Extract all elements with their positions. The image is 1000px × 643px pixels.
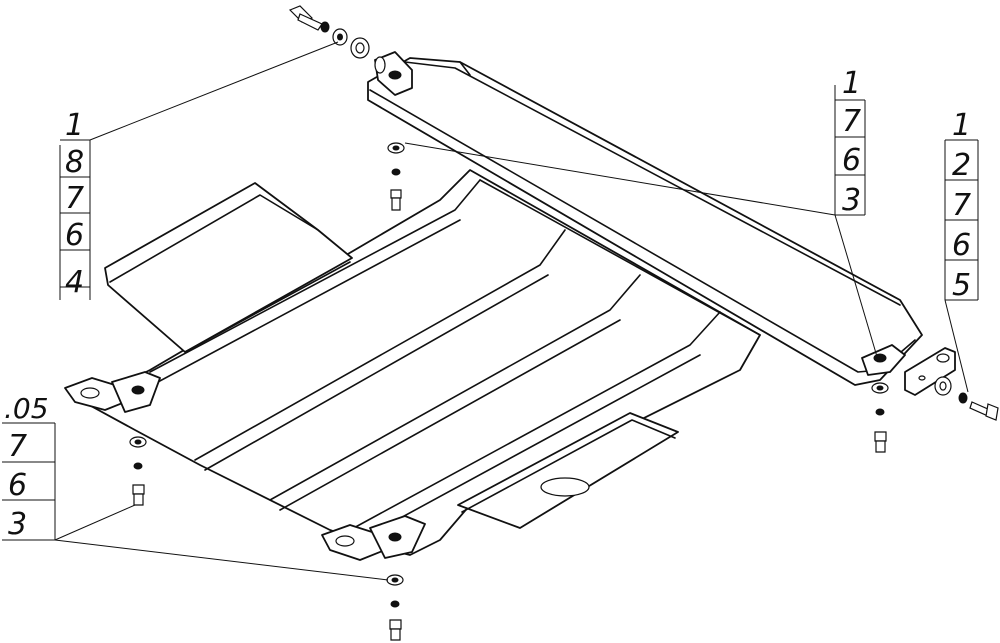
callout-bottom-left: .05 7 6 3 (2, 392, 56, 542)
callout-label: 1 (952, 108, 971, 143)
fastener-set-bottom (386, 574, 404, 641)
callout-label: 3 (842, 183, 861, 218)
callout-right: 1 2 7 6 5 (944, 108, 979, 303)
callout-label: 1 (842, 66, 861, 101)
mounting-bracket (904, 347, 956, 396)
skid-plate (64, 169, 761, 561)
callout-label: 4 (65, 265, 84, 300)
callout-label: 6 (952, 228, 971, 263)
fastener-set-mid-left (387, 142, 405, 211)
fastener-set-right-side (934, 376, 999, 421)
fastener-set-left (129, 436, 147, 506)
callout-label: .05 (4, 392, 49, 425)
callout-label: 7 (65, 181, 84, 216)
callout-label: 5 (952, 268, 971, 303)
side-guard-left (104, 182, 353, 353)
leader-lines (54, 41, 969, 581)
callout-label: 8 (65, 145, 84, 180)
callout-top-center: 1 7 6 3 (834, 66, 866, 218)
callout-label: 6 (8, 468, 27, 503)
callout-label: 6 (842, 143, 861, 178)
callout-label: 1 (65, 108, 84, 143)
side-guard-right (457, 412, 679, 529)
callout-label: 2 (952, 148, 971, 183)
callout-label: 7 (952, 188, 971, 223)
callout-label: 3 (8, 507, 27, 542)
callout-label: 6 (65, 218, 84, 253)
callout-top-left: 1 8 7 6 4 (59, 108, 91, 300)
callout-label: 7 (8, 429, 27, 464)
cross-member (367, 51, 923, 386)
fastener-set-top (288, 5, 386, 74)
fastener-set-right-under (871, 382, 889, 453)
callout-label: 7 (842, 104, 861, 139)
